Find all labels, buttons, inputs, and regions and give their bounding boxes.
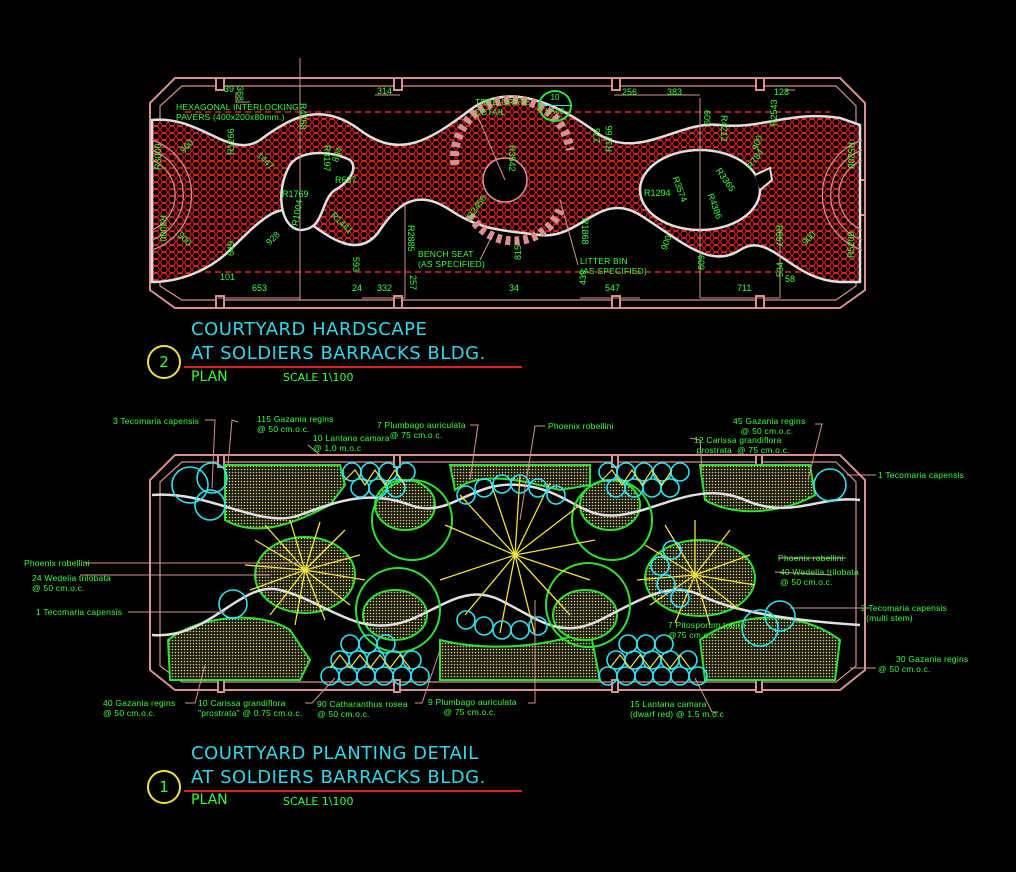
dim-332: 332	[377, 283, 393, 293]
dim-383: 383	[667, 87, 683, 97]
hardscape-title-rule	[184, 366, 522, 368]
label-plumbago-9: 9 Plumbago auriculata @ 75 cm.o.c.	[428, 697, 517, 717]
label-catharanthus-90: 90 Catharanthus rosea @ 50 cm.o.c.	[317, 699, 408, 719]
dim-609-top: 609	[702, 110, 712, 126]
dim-R657: R657	[774, 225, 784, 247]
label-gazania-115: 115 Gazania regins @ 50 cm.o.c.	[257, 414, 334, 434]
leader-lines	[218, 58, 795, 300]
dim-711: 711	[737, 283, 752, 293]
detail-ref-number: 10	[550, 93, 560, 102]
label-wedelia-24: 24 Wedelia trilobata @ 50 cm.o.c.	[32, 573, 111, 593]
planting-view-label: PLAN	[191, 792, 228, 808]
dim-256: 256	[622, 87, 638, 97]
planting-title-line1: COURTYARD PLANTING DETAIL	[191, 743, 479, 764]
label-phoenix-right: Phoenix robellini	[778, 553, 844, 563]
planting-title-rule	[184, 790, 522, 792]
planting-curb-lower	[151, 587, 861, 637]
dim-R637: R637	[335, 175, 357, 185]
dim-314: 314	[377, 86, 393, 96]
dim-257: 257	[408, 275, 418, 291]
label-lantana-10: 10 Lantana camara @ 1.0 m.o.c	[313, 433, 390, 453]
dim-439: 439	[578, 269, 588, 285]
label-tecomaria-1-right: 1 Tecomaria capensis	[878, 470, 965, 480]
label-gazania-40: 40 Gazania regins @ 50 cm.o.c.	[103, 698, 176, 718]
dim-R2885: R2885	[406, 225, 416, 252]
detail-reference-bubble[interactable]: 10 LA08	[538, 90, 572, 122]
dim-276: 276	[592, 127, 602, 143]
label-tecomaria-2: 2 Tecomaria capensis (multi stem)	[861, 603, 948, 623]
dim-653: 653	[252, 283, 268, 293]
label-phoenix-left: Phoenix robellini	[24, 558, 90, 568]
dim-58: 58	[785, 274, 796, 284]
dim-R1868: R1868	[580, 218, 590, 245]
hardscape-title-line1: COURTYARD HARDSCAPE	[191, 319, 428, 340]
detail-ref-divider	[540, 105, 570, 106]
label-gazania-30: 30 Gazania regins @ 50 cm.o.c.	[878, 654, 969, 674]
detail-ref-sheet: LA08	[545, 107, 565, 116]
litter-bin-note: LITTER BIN (AS SPECIFIED)	[580, 256, 648, 276]
dim-R4258: R4258	[298, 103, 308, 130]
dim-815: 815	[513, 244, 523, 260]
hardscape-scale-label: SCALE 1\100	[283, 371, 354, 384]
dim-24: 24	[352, 283, 363, 293]
label-phoenix-top: Phoenix robellini	[548, 421, 614, 431]
dim-593: 593	[351, 257, 361, 273]
dim-101: 101	[220, 272, 236, 282]
label-tecomaria-1-left: 1 Tecomaria capensis	[36, 607, 123, 617]
dim-R3542: R3542	[507, 145, 517, 172]
dim-547: 547	[605, 283, 621, 293]
drawing-number-bubble-1[interactable]: 1	[147, 770, 181, 804]
label-pittosporum-7: 7 Pitosporum tobira @75 cm.o.c.	[668, 620, 746, 640]
label-carissa-12: 12 Carissa grandiflora prostrata @ 75 cm…	[694, 435, 790, 455]
planting-scale-label: SCALE 1\100	[283, 795, 354, 808]
paver-note: HEXAGONAL INTERLOCKING PAVERS (400x200x8…	[176, 102, 300, 122]
dim-R3000-bottom: R3000	[158, 215, 168, 242]
dim-R1294: R1294	[644, 188, 671, 198]
planting-leader-lines	[80, 419, 876, 713]
dim-128: 128	[774, 87, 790, 97]
bench-note: BENCH SEAT (AS SPECIFIED)	[418, 249, 486, 269]
label-gazania-45: 45 Gazania regins @ 50 cm.o.c.	[733, 416, 806, 436]
phoenix-palms	[244, 474, 756, 636]
dim-39: 39	[224, 84, 235, 94]
dim-R3000-top: R3000	[153, 143, 163, 170]
label-carissa-10: 10 Carissa grandiflora "prostrata" @ 0.7…	[198, 698, 303, 718]
label-plumbago-7: 7 Plumbago auriculata @ 75 cm.o.c.	[377, 420, 466, 440]
tree-grate-note: TREE GRATE DETAIL	[475, 97, 531, 117]
drawing-number-bubble-2[interactable]: 2	[147, 345, 181, 379]
dim-R4212: R4212	[719, 115, 729, 142]
dim-534: 534	[775, 261, 785, 277]
dim-R5200-bottom: R5200	[846, 231, 856, 258]
dim-R1766: R1766	[604, 125, 614, 152]
label-wedelia-40: 40 Wedelia trilobata @ 50 cm.o.c.	[780, 567, 859, 587]
planting-title-line2: AT SOLDIERS BARRACKS BLDG.	[191, 767, 486, 788]
label-tecomaria-3: 3 Tecomaria capensis	[113, 416, 200, 426]
dim-R1266: R1266	[226, 128, 236, 155]
dim-649: 649	[226, 240, 236, 256]
dim-368: 368	[235, 86, 245, 102]
dim-609-bottom: 609	[696, 255, 706, 271]
planter-island-left	[280, 151, 355, 232]
dim-34: 34	[509, 283, 520, 293]
hardscape-view-label: PLAN	[191, 369, 228, 385]
lantana-zigzag-symbols	[329, 468, 691, 669]
dim-R2543: R2543	[769, 99, 779, 126]
dim-R5200-top: R5200	[846, 142, 856, 169]
hardscape-title-line2: AT SOLDIERS BARRACKS BLDG.	[191, 343, 486, 364]
label-lantana-15: 15 Lantana camara (dwarf red) @ 1.5 m.o.…	[630, 699, 725, 719]
end-seating-arcs	[151, 139, 863, 251]
dim-R1769: R1769	[282, 189, 309, 199]
